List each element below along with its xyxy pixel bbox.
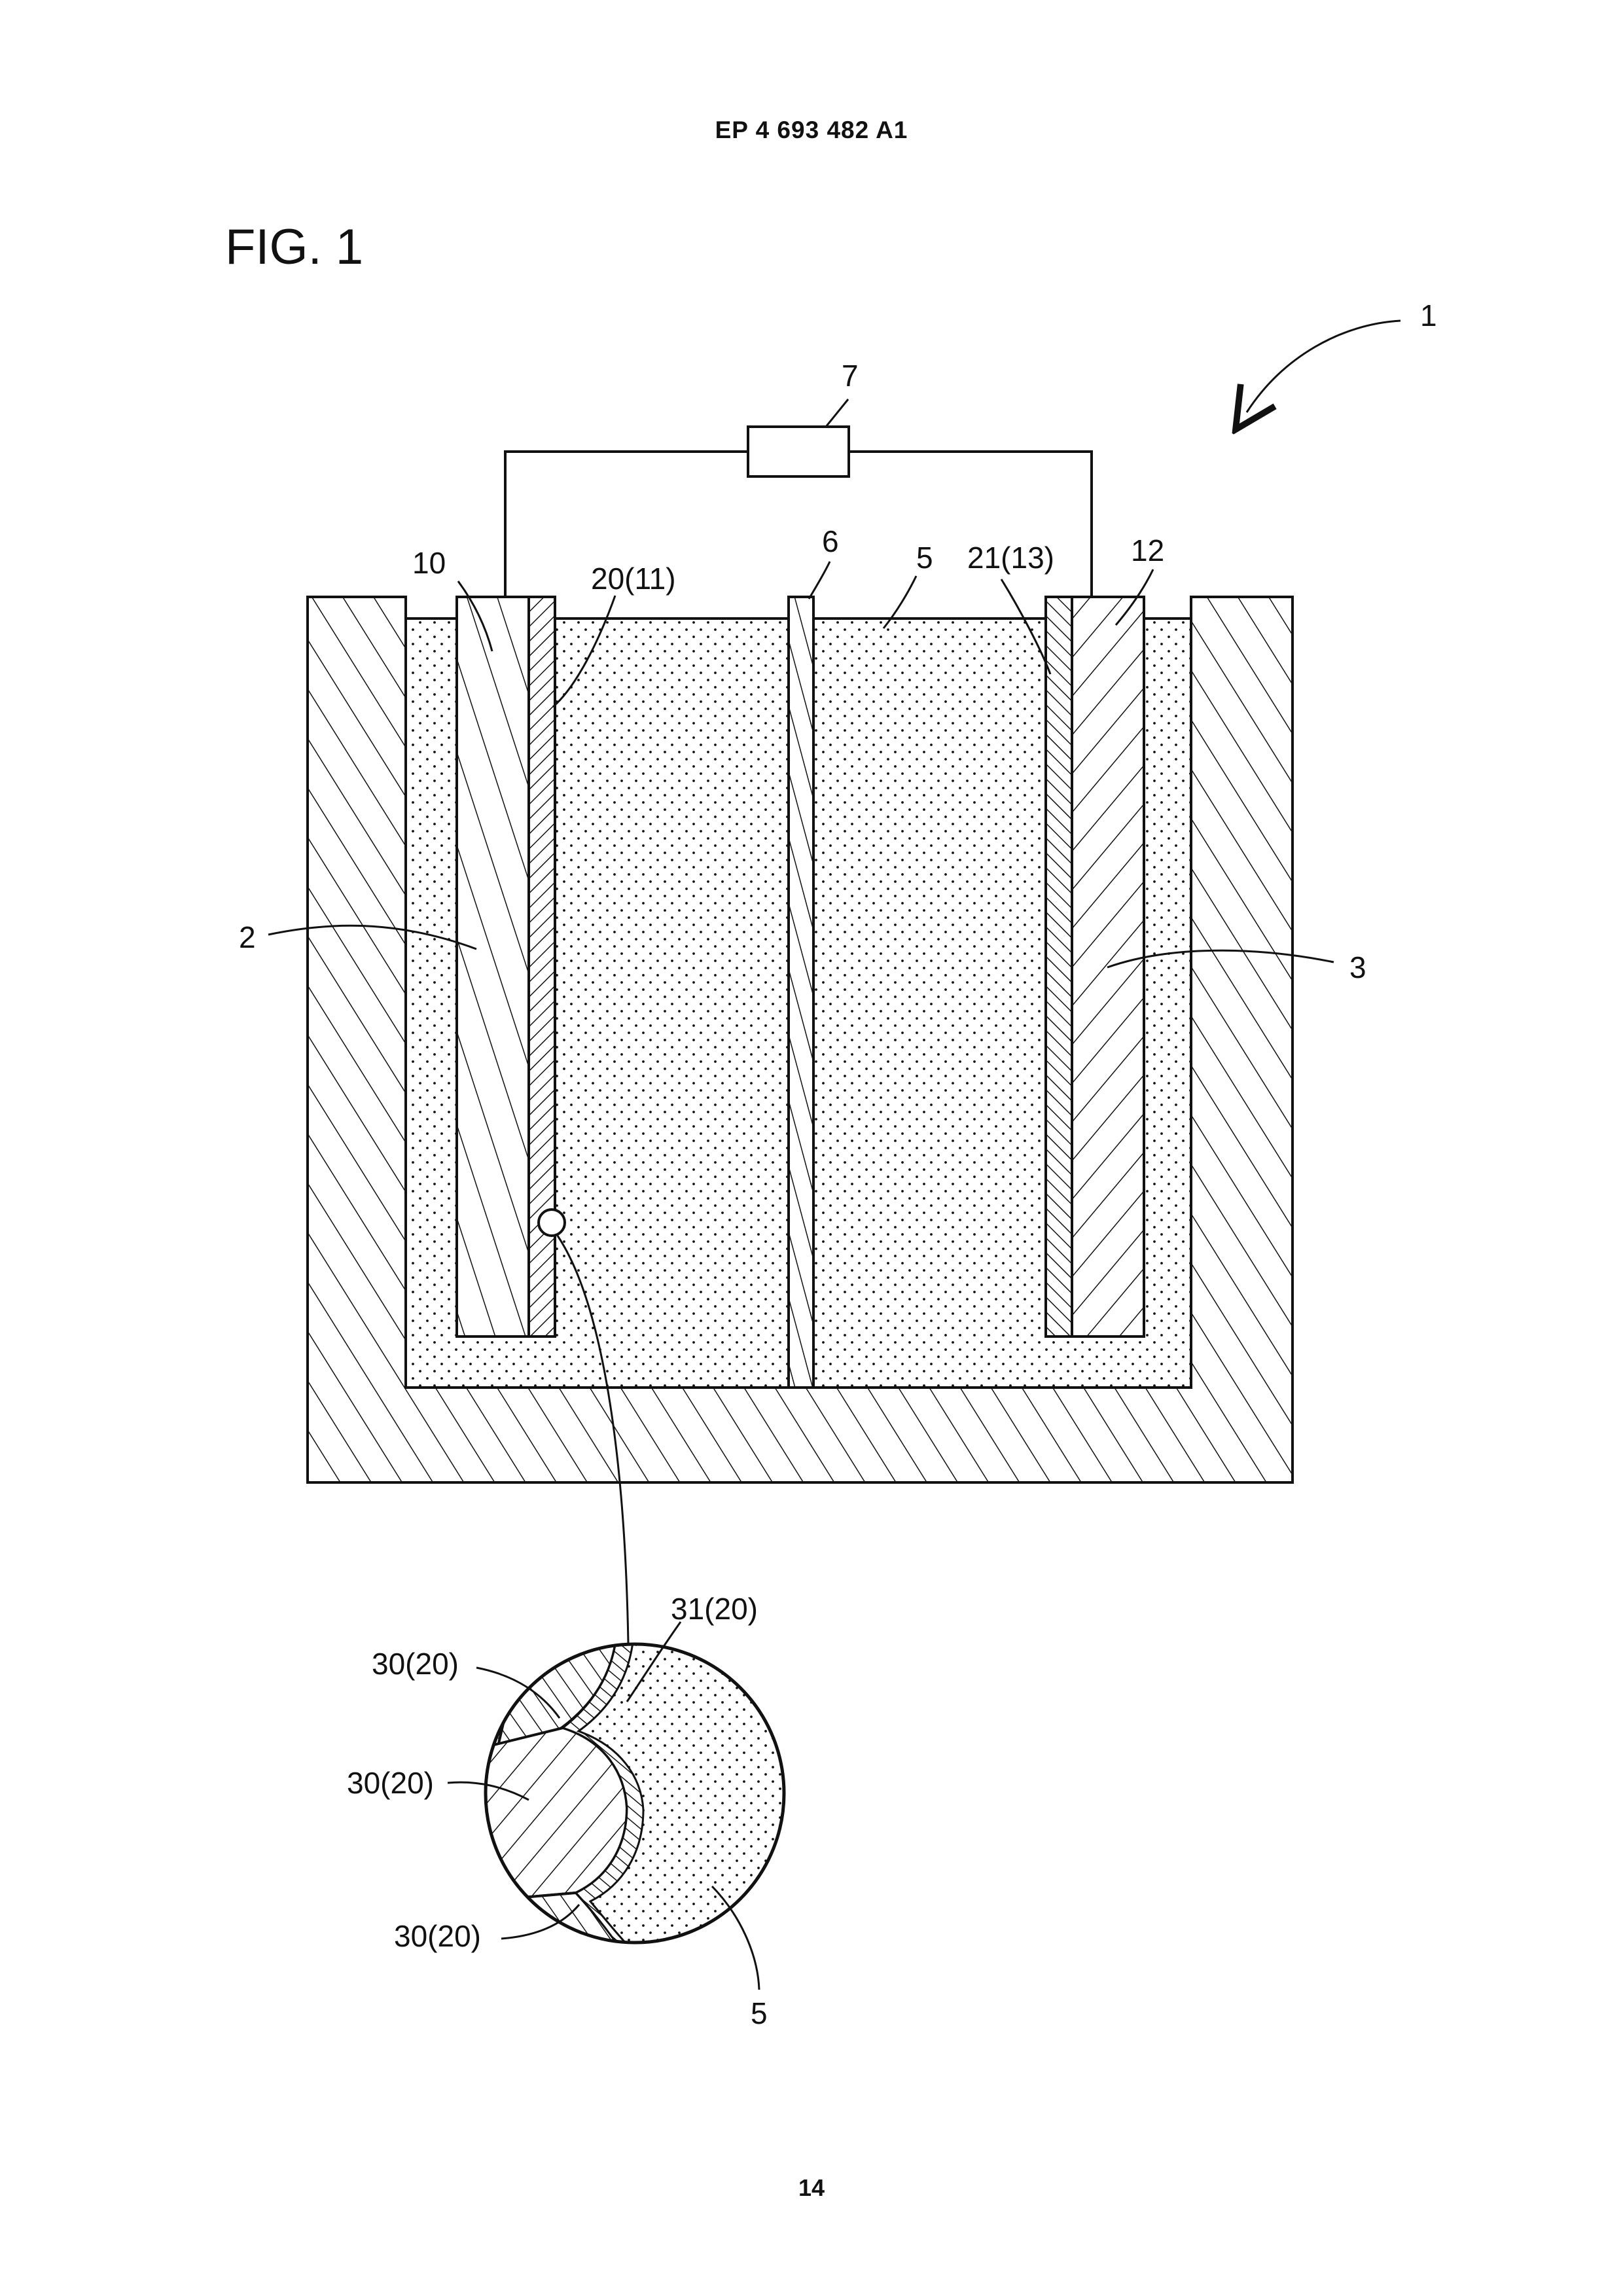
- ref-label-inset-particle-lower: 30(20): [394, 1919, 481, 1953]
- leader-device-arrow: [1247, 321, 1400, 412]
- ref-label-second-electrode: 3: [1349, 950, 1366, 984]
- ref-label-first-coating: 20(11): [591, 562, 676, 596]
- leader-load: [826, 399, 848, 427]
- ref-label-electrolyte: 5: [916, 541, 933, 575]
- first-electrode-substrate: [457, 597, 529, 1336]
- ref-label-load: 7: [842, 359, 859, 393]
- detail-marker-circle: [539, 1210, 565, 1236]
- ref-label-first-substrate: 10: [412, 546, 446, 580]
- ref-label-device: 1: [1420, 298, 1437, 332]
- page-number: 14: [0, 2174, 1623, 2202]
- separator: [789, 597, 813, 1388]
- ref-label-inset-film: 31(20): [671, 1592, 758, 1626]
- ref-label-first-electrode: 2: [239, 920, 256, 954]
- second-electrode-coating: [1046, 597, 1072, 1336]
- ref-label-inset-particle-middle: 30(20): [347, 1766, 434, 1800]
- leader-separator: [809, 562, 830, 599]
- ref-label-inset-particle-upper: 30(20): [372, 1647, 459, 1681]
- ref-label-separator: 6: [822, 524, 839, 558]
- ref-label-inset-electrolyte: 5: [751, 1996, 768, 2030]
- ref-label-second-substrate: 12: [1131, 533, 1164, 567]
- load-resistor: [748, 427, 849, 476]
- ref-label-second-coating: 21(13): [967, 541, 1054, 575]
